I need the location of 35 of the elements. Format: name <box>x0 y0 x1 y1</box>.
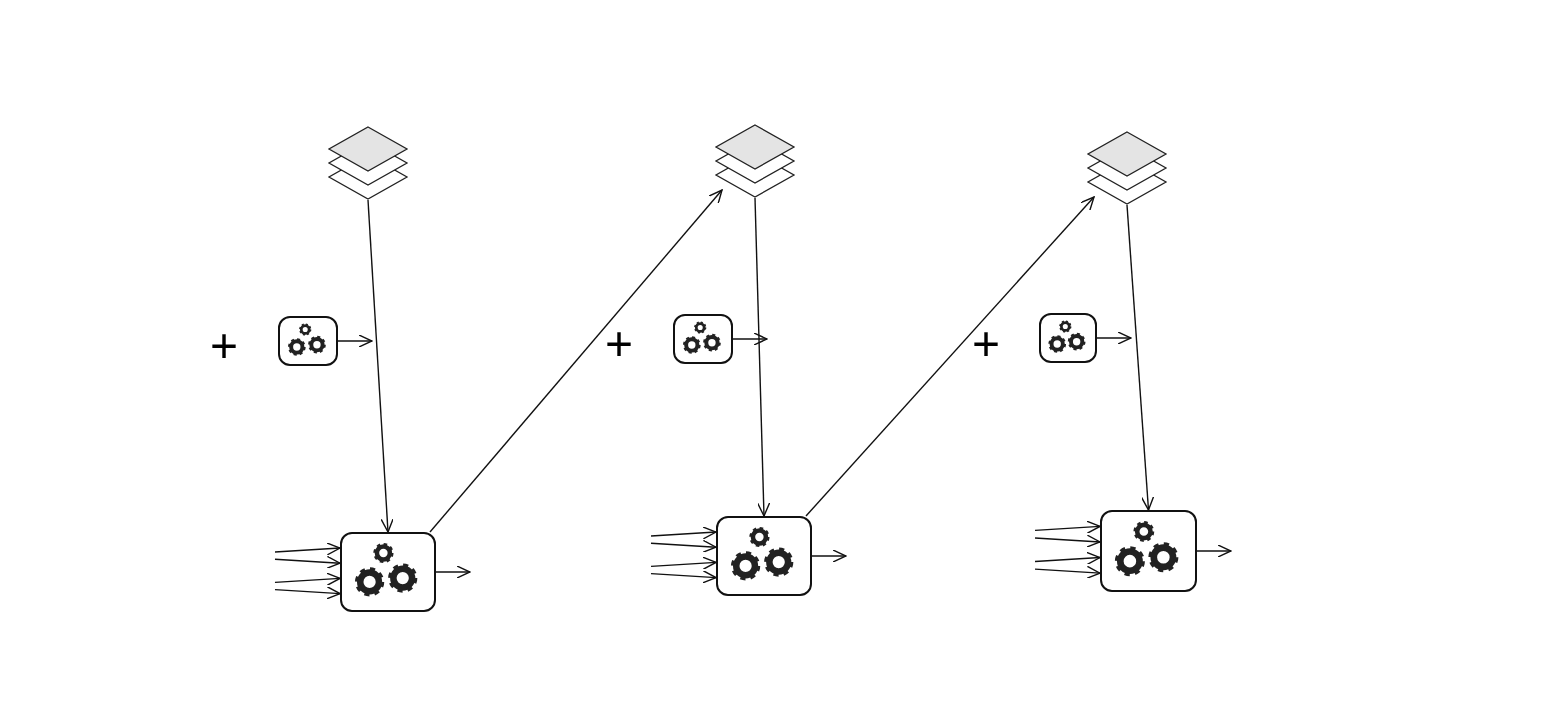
arrow <box>274 572 341 586</box>
plus-sign: + <box>210 322 239 370</box>
arrow <box>650 570 717 584</box>
arrow <box>811 549 847 563</box>
arrow <box>1034 534 1101 548</box>
process-box <box>278 316 338 366</box>
arrow <box>1196 544 1232 558</box>
arrow <box>429 189 723 533</box>
arrow <box>650 539 717 554</box>
arrow <box>754 197 771 517</box>
arrow <box>1034 551 1101 566</box>
arrow <box>1096 331 1132 345</box>
layers-icon <box>714 123 796 198</box>
arrow <box>650 556 717 570</box>
arrow <box>367 199 394 533</box>
arrow <box>805 196 1095 517</box>
arrow <box>732 332 768 346</box>
process-box <box>1100 510 1197 592</box>
arrow <box>1034 565 1101 580</box>
arrow <box>650 526 717 540</box>
process-box <box>1039 313 1097 363</box>
arrow <box>274 542 341 556</box>
layers-icon <box>1086 130 1168 205</box>
process-box <box>340 532 436 612</box>
arrow <box>1126 204 1155 511</box>
plus-sign: + <box>972 320 1001 368</box>
process-box <box>673 314 733 364</box>
process-box <box>716 516 812 596</box>
arrow <box>274 555 341 570</box>
plus-sign: + <box>605 320 634 368</box>
arrow <box>435 565 471 579</box>
arrow <box>274 586 341 600</box>
arrow <box>337 334 373 348</box>
arrow <box>1034 520 1101 534</box>
layers-icon <box>327 125 409 200</box>
